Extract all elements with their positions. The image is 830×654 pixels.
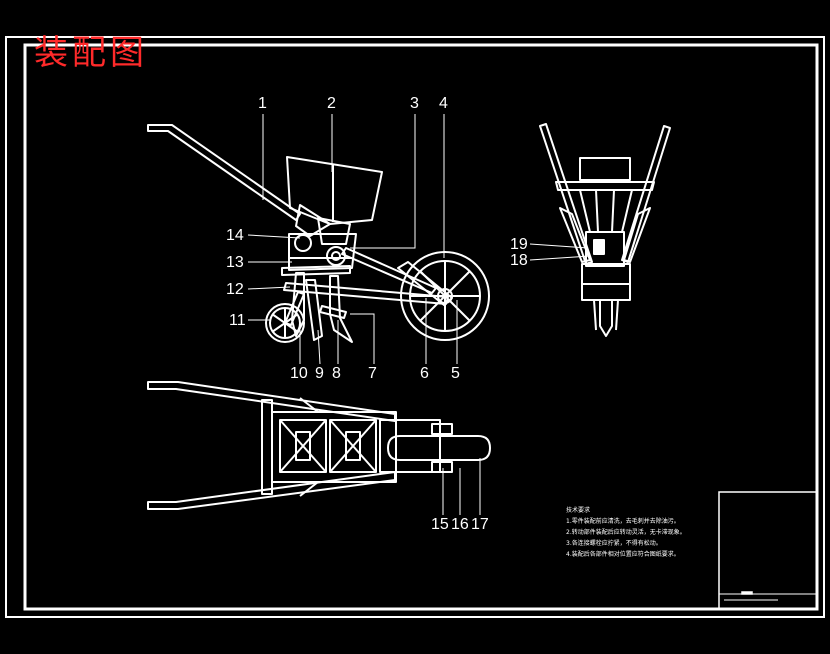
part-label-10: 10 xyxy=(290,365,308,382)
part-label-7: 7 xyxy=(368,365,377,382)
part-label-6: 6 xyxy=(420,365,429,382)
part-label-15: 15 xyxy=(431,516,449,533)
technical-notes-heading: 技术要求 xyxy=(566,507,591,514)
part-label-19: 19 xyxy=(510,236,528,253)
outer-frame xyxy=(5,36,825,618)
side-view xyxy=(147,124,490,343)
part-label-11: 11 xyxy=(229,312,246,329)
side-view-leaders xyxy=(247,114,458,365)
technical-note-item: 1.零件装配前应清洗，去毛刺并去除油污。 xyxy=(566,518,680,525)
top-view-leaders xyxy=(442,458,481,515)
technical-note-item: 2.转动部件装配后应转动灵活，无卡滞现象。 xyxy=(566,529,686,536)
part-label-2: 2 xyxy=(327,95,336,112)
top-view xyxy=(147,381,491,510)
part-label-18: 18 xyxy=(510,252,528,269)
plan-main-wheel xyxy=(387,435,491,461)
inner-frame xyxy=(23,43,819,611)
metering-wheel-right xyxy=(326,246,346,266)
main-wheel xyxy=(400,251,490,341)
part-label-13: 13 xyxy=(226,254,244,271)
part-label-4: 4 xyxy=(439,95,448,112)
technical-note-item: 3.各连接螺栓应拧紧，不得有松动。 xyxy=(566,540,662,547)
part-label-8: 8 xyxy=(332,365,341,382)
title-block xyxy=(718,491,818,610)
drawing-title: 装配图 xyxy=(34,33,148,73)
technical-notes: 技术要求 1.零件装配前应清洗，去毛刺并去除油污。 2.转动部件装配后应转动灵活… xyxy=(566,505,686,560)
part-label-14: 14 xyxy=(226,227,244,244)
part-label-12: 12 xyxy=(226,281,244,298)
part-label-9: 9 xyxy=(315,365,324,382)
part-label-3: 3 xyxy=(410,95,419,112)
part-label-1: 1 xyxy=(258,95,267,112)
rear-view xyxy=(539,123,671,337)
rear-handle-left xyxy=(539,123,593,265)
handle xyxy=(147,124,301,221)
part-label-5: 5 xyxy=(451,365,460,382)
part-label-17: 17 xyxy=(471,516,489,533)
rear-view-leaders xyxy=(529,243,591,261)
part-label-16: 16 xyxy=(451,516,469,533)
depth-wheel xyxy=(265,303,305,343)
technical-note-item: 4.装配后各部件相对位置应符合图纸要求。 xyxy=(566,551,680,558)
seed-hopper xyxy=(286,156,383,225)
